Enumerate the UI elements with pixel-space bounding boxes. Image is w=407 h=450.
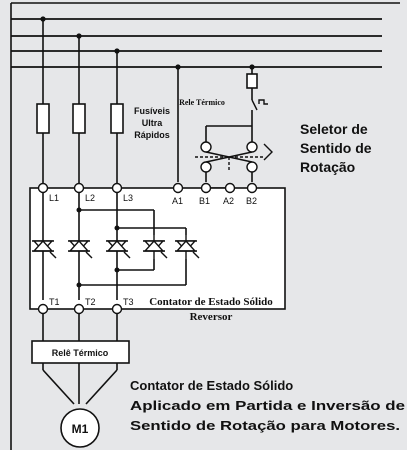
- terminal-b2-label: B2: [246, 196, 257, 206]
- outer-frame: [10, 2, 400, 450]
- triac-3: [106, 239, 131, 259]
- selector-label-line1: Seletor de: [300, 121, 368, 137]
- contactor-label-line1: Contator de Estado Sólido: [149, 296, 273, 308]
- power-bus-lines: [11, 18, 382, 68]
- triac-5: [175, 235, 200, 259]
- caption-line3: Sentido de Rotação para Motores.: [130, 418, 400, 433]
- fuses-label-line2: Ultra: [142, 118, 163, 128]
- terminal-a1-label: A1: [172, 196, 183, 206]
- control-relay-label: Rele Térmico: [179, 98, 225, 107]
- caption-line2: Aplicado em Partida e Inversão de: [130, 398, 405, 413]
- thermal-relay-box-label: Relê Térmico: [52, 348, 109, 358]
- internal-junction-dots: [76, 207, 120, 288]
- selector-label-line2: Sentido de: [300, 140, 372, 156]
- triac-1: [32, 239, 57, 259]
- terminal-t1-label: T1: [49, 297, 60, 307]
- terminal-l2-label: L2: [85, 193, 95, 203]
- contactor-label-line2: Reversor: [190, 311, 233, 323]
- terminal-t3-label: T3: [123, 297, 134, 307]
- motor-symbol: [60, 408, 100, 448]
- fuse-l1: [36, 103, 50, 134]
- fuse-l2: [72, 103, 86, 134]
- triac-4: [143, 235, 168, 259]
- terminal-t2-label: T2: [85, 297, 96, 307]
- motor-label: M1: [72, 422, 89, 436]
- control-wires: [177, 67, 253, 189]
- terminal-l3-label: L3: [123, 193, 133, 203]
- control-thermal-relay-contact: [251, 99, 268, 111]
- contactor-bottom-terminals: [37, 303, 123, 315]
- triac-2: [68, 239, 93, 259]
- terminal-b1-label: B1: [199, 196, 210, 206]
- terminal-l1-label: L1: [49, 193, 59, 203]
- phase-wires: [42, 19, 118, 188]
- selector-label-line3: Rotação: [300, 159, 355, 175]
- rotation-selector-switch: [195, 141, 273, 173]
- thermal-relay-box: [31, 340, 130, 364]
- fuse-l3: [110, 103, 124, 134]
- fuses-label-line1: Fusíveis: [134, 106, 170, 116]
- terminal-a2-label: A2: [223, 196, 234, 206]
- caption-line1: Contator de Estado Sólido: [130, 378, 293, 393]
- fuses-label-line3: Rápidos: [134, 130, 170, 140]
- control-thermal-relay-coil: [246, 73, 258, 89]
- bus-junction-dots: [40, 16, 255, 70]
- contactor-top-terminals: [37, 182, 258, 194]
- output-wires: [42, 313, 118, 405]
